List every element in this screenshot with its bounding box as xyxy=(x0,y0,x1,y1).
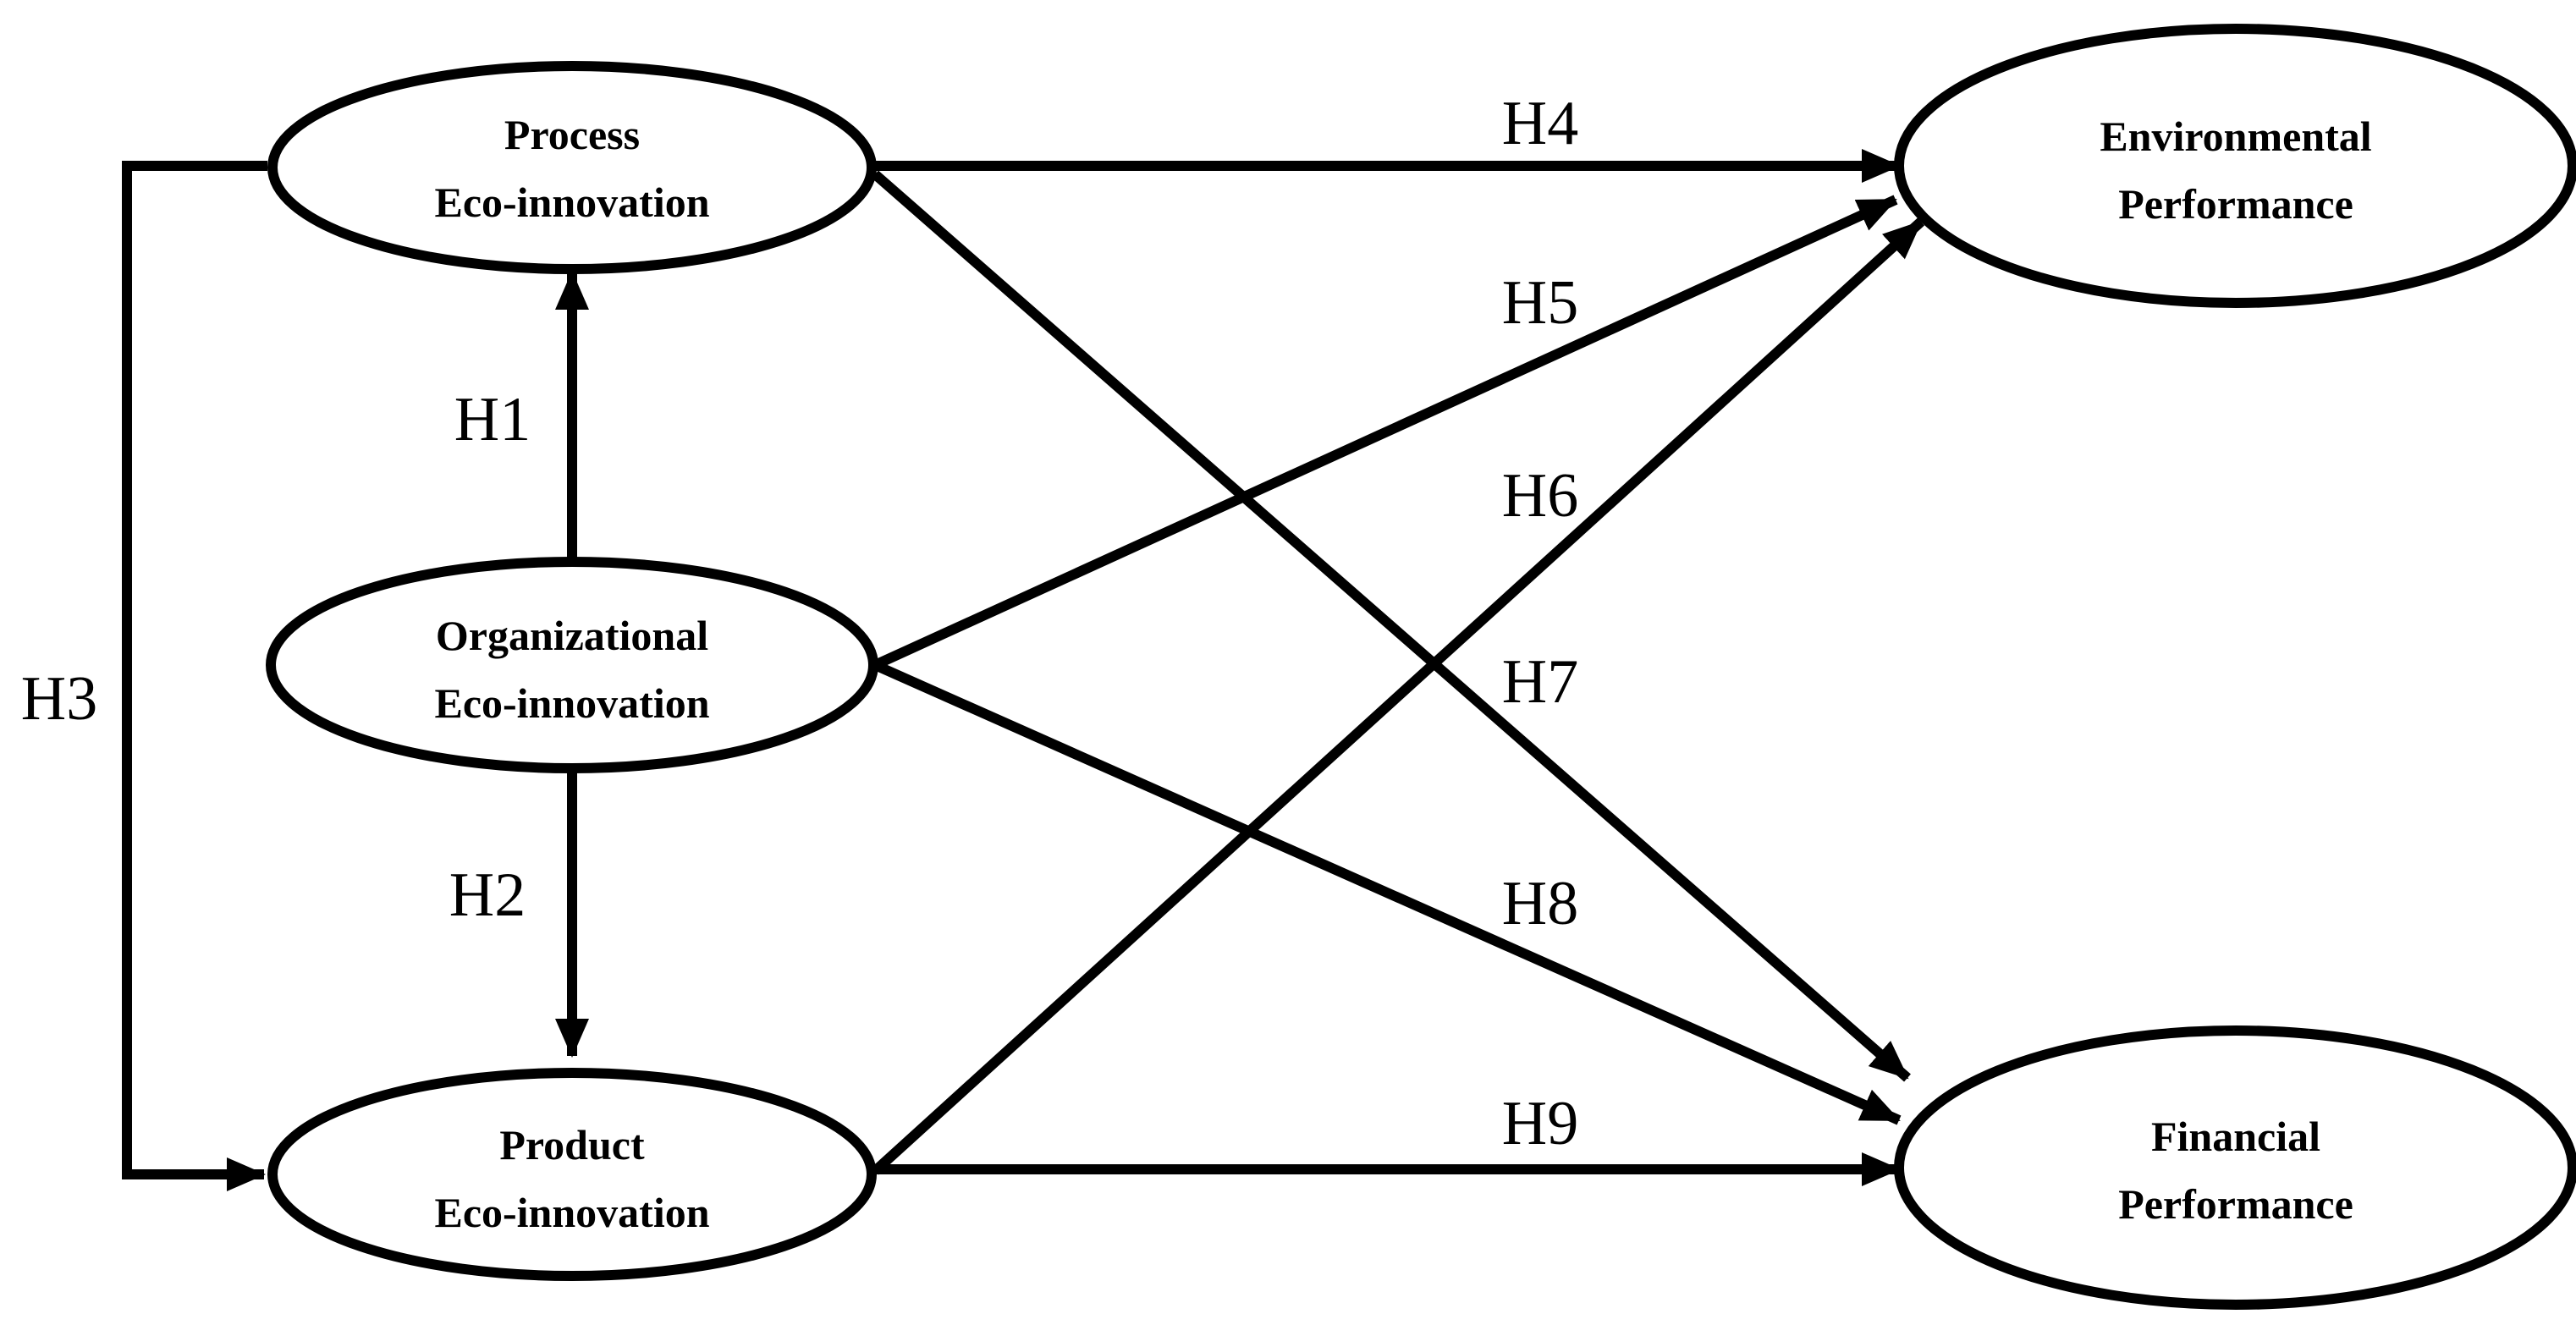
edge-h6 xyxy=(871,217,1925,1175)
node-financial-line2: Performance xyxy=(2118,1180,2353,1228)
node-product-line2: Eco-innovation xyxy=(434,1189,709,1236)
node-process-line1: Process xyxy=(504,111,640,158)
node-product-line1: Product xyxy=(499,1121,645,1168)
edge-label-h7: H7 xyxy=(1502,647,1578,717)
edge-label-h8: H8 xyxy=(1502,869,1578,938)
node-organizational-line1: Organizational xyxy=(436,612,708,659)
edge-label-h3: H3 xyxy=(21,664,97,734)
node-environmental-line2: Performance xyxy=(2118,180,2353,228)
edge-label-h1: H1 xyxy=(454,385,531,454)
edge-h7 xyxy=(872,170,1911,1082)
edge-label-h5: H5 xyxy=(1502,268,1578,338)
node-environmental-line1: Environmental xyxy=(2100,113,2371,160)
node-financial-line1: Financial xyxy=(2151,1113,2320,1160)
edge-h3 xyxy=(122,161,267,1191)
node-product-eco-innovation: Product Eco-innovation xyxy=(267,1068,877,1281)
edge-label-h4: H4 xyxy=(1502,89,1578,158)
node-process-ellipse xyxy=(267,61,877,274)
edge-labels: H1 H2 H3 H4 H5 H6 H7 H8 H9 xyxy=(21,89,1578,1158)
node-organizational-line2: Eco-innovation xyxy=(434,679,709,727)
node-organizational-eco-innovation: Organizational Eco-innovation xyxy=(266,557,878,773)
node-process-eco-innovation: Process Eco-innovation xyxy=(267,61,877,274)
node-product-ellipse xyxy=(267,1068,877,1281)
node-process-line2: Eco-innovation xyxy=(434,179,709,226)
edge-h5 xyxy=(872,195,1898,670)
edges xyxy=(122,149,1925,1191)
edge-label-h2: H2 xyxy=(449,860,526,930)
node-financial-ellipse xyxy=(1894,1025,2576,1310)
node-environmental-ellipse xyxy=(1894,24,2576,308)
node-organizational-ellipse xyxy=(266,557,878,773)
node-financial-performance: Financial Performance xyxy=(1894,1025,2576,1310)
edge-label-h6: H6 xyxy=(1502,461,1578,531)
edge-label-h9: H9 xyxy=(1502,1089,1578,1158)
node-environmental-performance: Environmental Performance xyxy=(1894,24,2576,308)
edge-h8 xyxy=(872,660,1902,1125)
